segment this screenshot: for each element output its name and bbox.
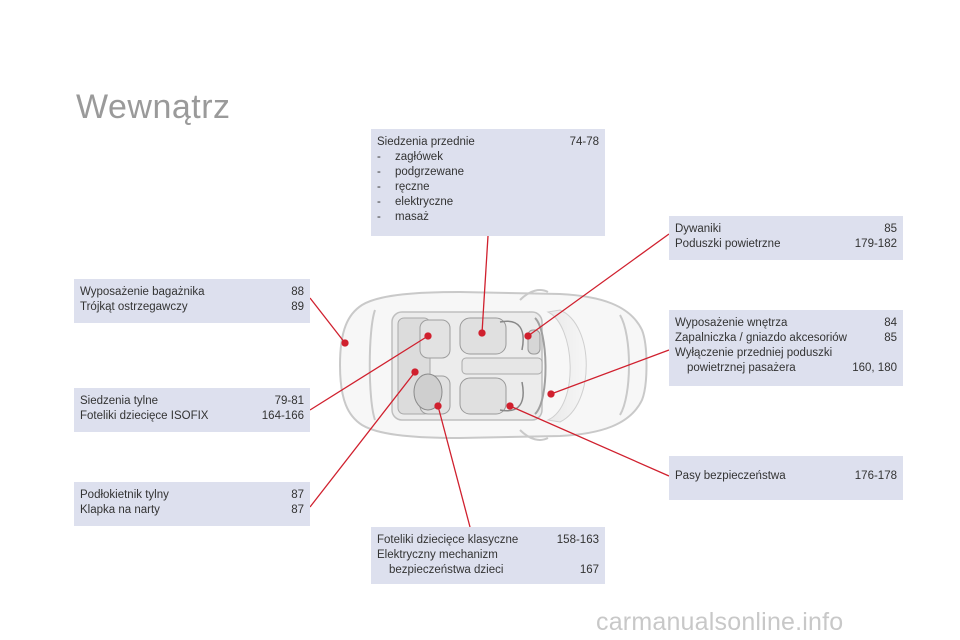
list-item: -podgrzewane [377,166,465,178]
watermark: carmanualsonline.info [596,608,844,636]
list-item: Wyłączenie przedniej poduszki [675,347,833,359]
pointer-lines [309,233,670,528]
rear-seat-left [419,319,451,359]
front-seats-heading-pages: 74-78 [569,136,599,148]
windshield [546,309,587,423]
page-title: Wewnątrz [76,88,231,126]
dashboard [534,317,547,415]
list-item: -zagłówek [377,151,443,163]
front-seats-heading: Siedzenia przednie 74-78 [377,135,599,150]
list-item: -ręczne [377,181,430,193]
front-seats-box: Siedzenia przednie 74-78 -zagłówek -podg… [371,129,605,236]
front-seats-heading-label: Siedzenia przednie [377,136,475,148]
center-console [461,357,543,375]
list-item: Elektryczny mechanizm [377,549,498,561]
list-item: -elektryczne [377,196,454,208]
child-seat [413,373,443,411]
front-seat-right [459,377,507,415]
list-item: -masaż [377,211,429,223]
